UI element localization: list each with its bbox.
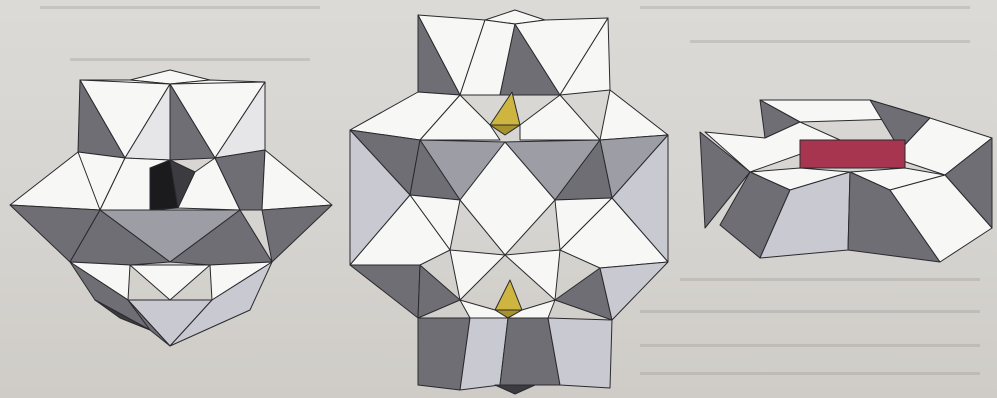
- ghost-line: [680, 278, 980, 281]
- yellow-tetrahedron: [490, 92, 520, 125]
- red-block: [800, 140, 905, 168]
- left-polyhedral-cluster: [10, 70, 332, 346]
- right-polyhedral-fragment: [700, 100, 992, 262]
- right-spike-bottom: [262, 205, 332, 262]
- lower-face: [130, 265, 210, 300]
- ghost-line: [640, 372, 980, 375]
- ghost-line: [640, 344, 980, 347]
- bottom-tip: [495, 385, 535, 394]
- yellow-tetrahedron: [495, 280, 522, 310]
- lower-dark-face: [350, 265, 420, 318]
- ghost-line: [70, 58, 310, 61]
- ghost-line: [640, 310, 980, 313]
- lower-dark-face: [418, 265, 460, 318]
- ghost-line: [690, 40, 970, 43]
- right-spike-top: [262, 150, 332, 210]
- belt-face: [520, 95, 600, 140]
- ghost-line: [640, 6, 970, 9]
- wing-face: [600, 90, 668, 140]
- lower-belt-face: [450, 250, 505, 300]
- ghost-line: [40, 6, 320, 9]
- center-polyhedral-cluster: [350, 10, 668, 394]
